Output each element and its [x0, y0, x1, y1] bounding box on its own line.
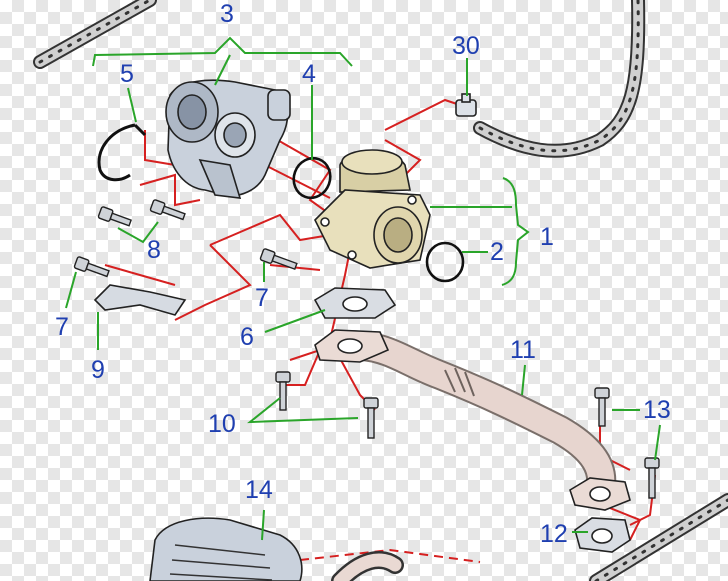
dotted-seal-band-bottom-right: [589, 493, 728, 581]
egr-valve-body: [314, 149, 431, 269]
callout-10: 10: [208, 410, 236, 438]
callout-13: 13: [643, 396, 671, 424]
callout-7-left: 7: [55, 313, 69, 341]
callout-4: 4: [302, 60, 316, 88]
leader-lines: [65, 36, 661, 541]
dotted-seal-band-right: [473, 0, 646, 158]
spring-clip-tail: [133, 123, 147, 137]
callout-7-middle: 7: [255, 284, 269, 312]
callout-12: 12: [540, 520, 568, 548]
o-ring-gasket-upper: [292, 156, 332, 200]
callout-30: 30: [452, 32, 480, 60]
bolt-13b: [644, 457, 660, 499]
mounting-bracket: [93, 284, 187, 316]
bolt-7a: [73, 256, 110, 278]
spring-clip: [97, 123, 136, 182]
dotted-seal-band-top-left: [33, 0, 157, 69]
callout-3: 3: [220, 0, 234, 28]
egr-pipe: [314, 329, 631, 511]
bolt-8b: [149, 199, 186, 221]
callout-14: 14: [245, 476, 273, 504]
o-ring-gasket-lower: [425, 241, 465, 283]
intake-module: [149, 517, 404, 581]
bolt-8a: [97, 206, 132, 227]
hose-clamp: [455, 93, 477, 117]
callout-11: 11: [510, 336, 536, 364]
callout-labels: 3 5 4 30 1 2 8 7 7 9 6 11 10 13 14 12: [55, 0, 671, 548]
bolt-10b: [363, 397, 379, 439]
callout-5: 5: [120, 60, 134, 88]
bolt-10a: [275, 371, 291, 411]
bolt-13a: [594, 387, 610, 427]
callout-2: 2: [490, 238, 504, 266]
callout-6: 6: [240, 323, 254, 351]
callout-9: 9: [91, 356, 105, 384]
callout-8: 8: [147, 236, 161, 264]
outlet-gasket: [574, 517, 631, 553]
flange-gasket: [313, 287, 397, 319]
egr-valve-housing: [165, 79, 291, 199]
bolt-7b: [259, 248, 298, 271]
callout-1: 1: [540, 223, 554, 251]
